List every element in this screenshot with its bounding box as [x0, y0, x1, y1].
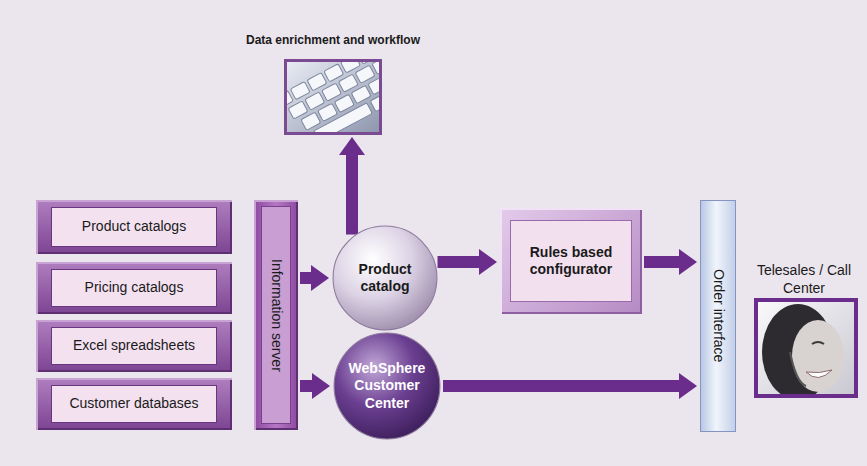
flow-arrow	[644, 256, 679, 268]
key	[318, 103, 338, 121]
key	[355, 65, 375, 83]
flow-arrow	[438, 256, 479, 268]
node-label: Order interface	[701, 201, 735, 431]
customer-circle: WebSphere Customer Center	[333, 332, 441, 440]
key	[290, 82, 310, 100]
interface-bar: Order interface	[700, 200, 736, 432]
catalog-circle: Product catalog	[332, 225, 438, 331]
source-box: Pricing catalogs	[36, 262, 232, 314]
key	[322, 83, 342, 101]
server-bar: Information server	[254, 200, 298, 430]
node-label: Product catalogs	[51, 207, 217, 247]
flow-arrow	[346, 155, 358, 235]
configurator-box: Rules based configurator	[500, 208, 642, 314]
node-label: Product catalog	[359, 261, 412, 296]
heading-label: Data enrichment and workflow	[246, 33, 420, 48]
key	[305, 92, 325, 110]
node-label: Information server	[261, 206, 291, 424]
node-label: Pricing catalogs	[51, 269, 217, 307]
node-label: Customer databases	[51, 385, 217, 423]
circle-shape	[334, 333, 440, 439]
key	[351, 85, 371, 103]
flow-arrow	[300, 272, 311, 284]
key	[288, 101, 308, 119]
key	[334, 94, 354, 112]
flow-arrow	[443, 380, 679, 392]
call-center-box: Telesales / Call Center	[748, 262, 860, 398]
illustration-box: Data enrichment and workflow	[285, 60, 381, 134]
key	[324, 64, 344, 82]
key	[368, 77, 379, 95]
key	[314, 103, 373, 132]
node-label: WebSphere Customer Center	[349, 360, 426, 413]
agent-portrait	[762, 304, 844, 394]
key	[372, 62, 379, 74]
source-box: Customer databases	[36, 378, 232, 430]
node-label: Telesales / Call Center	[756, 262, 852, 297]
key	[370, 93, 379, 111]
key	[338, 74, 358, 92]
node-label: Excel spreadsheets	[51, 327, 217, 365]
flow-arrow	[300, 380, 312, 392]
circle-shape	[333, 226, 437, 330]
key	[301, 112, 321, 130]
key	[307, 73, 327, 91]
source-box: Product catalogs	[36, 200, 232, 254]
node-label: Rules based configurator	[510, 220, 632, 302]
headset-mic	[790, 352, 806, 386]
keyboard-keys	[287, 62, 379, 132]
source-box: Excel spreadsheets	[36, 320, 232, 372]
agent-smile	[806, 370, 832, 378]
agent-eye	[812, 342, 824, 344]
